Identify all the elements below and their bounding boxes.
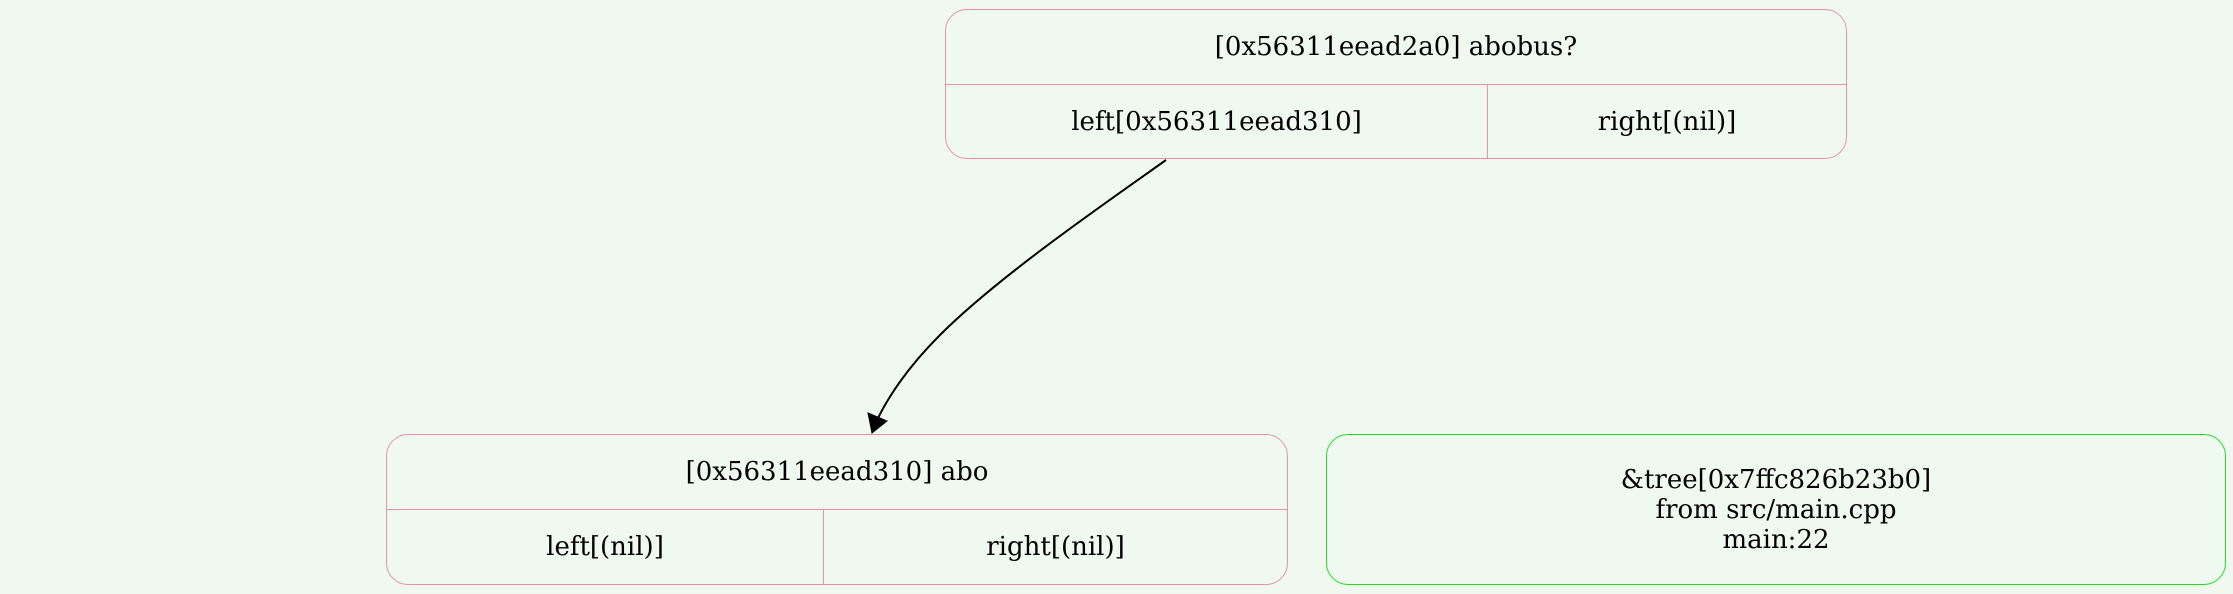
edge-root-to-child bbox=[877, 159, 1167, 419]
tree-node-child: [0x56311eead310] abo left[(nil)] right[(… bbox=[386, 434, 1288, 585]
node-left-pointer: left[(nil)] bbox=[546, 532, 664, 562]
info-source-line: main:22 bbox=[1722, 524, 1830, 555]
node-right-pointer: right[(nil)] bbox=[1487, 85, 1846, 159]
node-left-pointer: left[0x56311eead310] bbox=[1071, 107, 1362, 137]
tree-info-box: &tree[0x7ffc826b23b0] from src/main.cpp … bbox=[1326, 434, 2226, 585]
node-title: [0x56311eead2a0] abobus? bbox=[946, 10, 1846, 85]
node-children-row: left[0x56311eead310] right[(nil)] bbox=[946, 85, 1846, 159]
info-source-file: from src/main.cpp bbox=[1655, 494, 1897, 525]
edge-arrowhead bbox=[867, 412, 888, 434]
node-right-pointer: right[(nil)] bbox=[823, 510, 1287, 584]
node-children-row: left[(nil)] right[(nil)] bbox=[387, 510, 1287, 584]
info-tree-address: &tree[0x7ffc826b23b0] bbox=[1620, 464, 1932, 495]
tree-node-root: [0x56311eead2a0] abobus? left[0x56311eea… bbox=[945, 9, 1847, 159]
node-title: [0x56311eead310] abo bbox=[387, 435, 1287, 510]
